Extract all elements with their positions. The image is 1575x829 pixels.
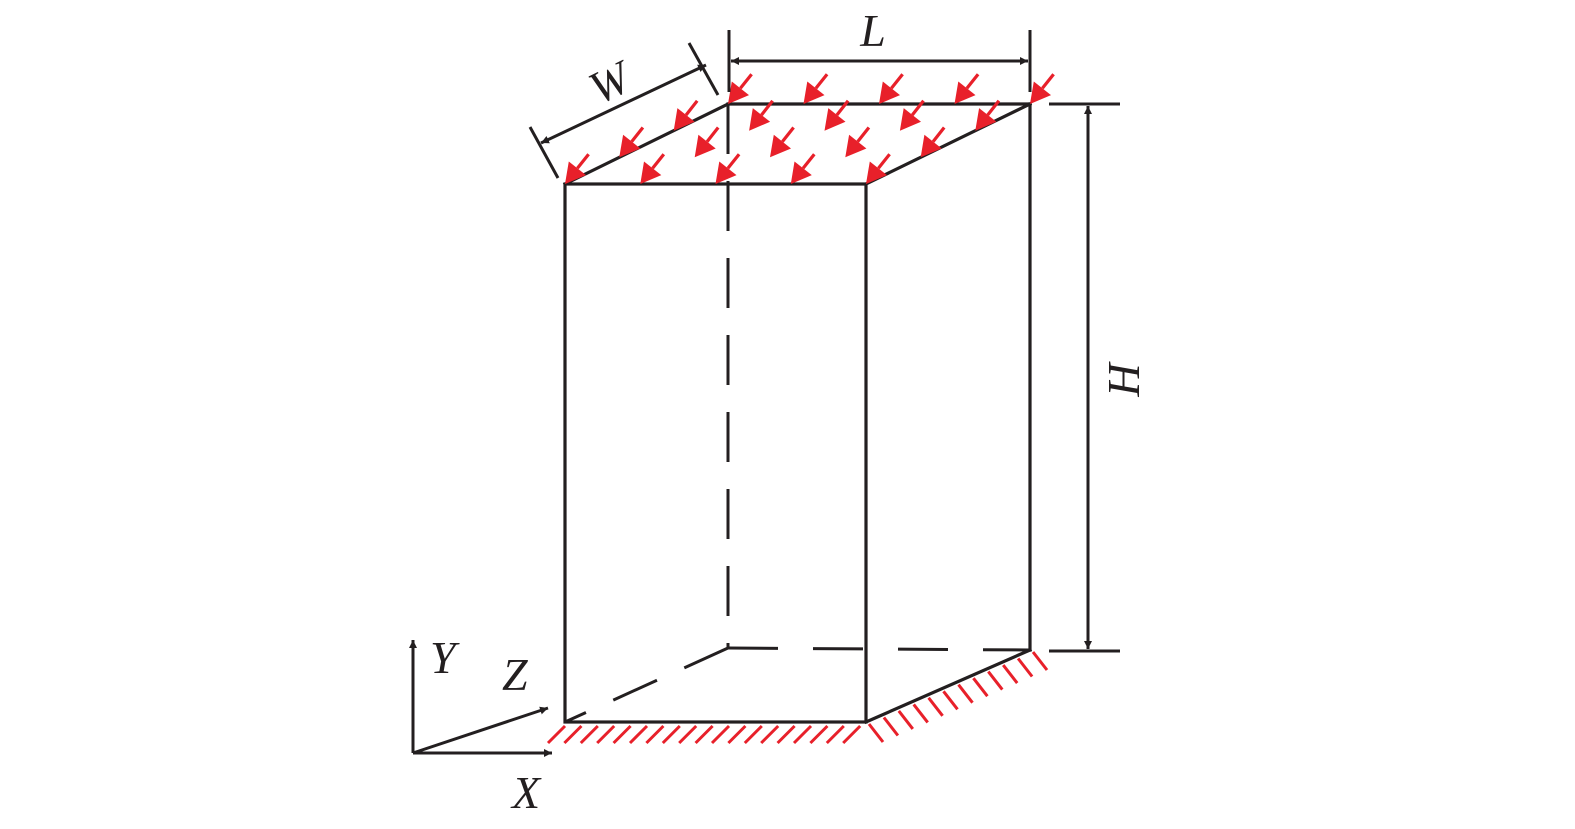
hatch-stroke [776,724,796,745]
hatch-stroke [1031,651,1049,671]
hatch-stroke [897,709,914,730]
load-arrow [694,126,720,158]
fixed-support-hatching [546,651,1049,745]
hatch-stroke [678,724,698,745]
hidden-edges [564,104,1031,724]
load-arrow [565,153,590,184]
load-arrow [803,73,829,104]
x-axis-label: X [510,767,542,818]
load-arrow [1030,73,1055,104]
hatch-stroke [972,677,989,698]
hatch-stroke [546,724,567,745]
coordinate-axes [409,640,552,757]
hatch-stroke [792,724,813,745]
hatch-stroke [661,724,681,745]
hatch-stroke [957,683,974,704]
load-arrow [975,99,1001,131]
z-axis-label: Z [502,649,528,700]
hatch-stroke [596,724,616,745]
hatch-stroke [882,716,900,737]
hidden-bottom-left-edge [564,646,729,724]
dimension-w [528,42,720,179]
z-axis [412,706,549,755]
load-arrow [824,99,850,131]
top-right-edge [863,101,1033,187]
w-label: W [581,50,641,114]
hatch-stroke [727,724,747,745]
load-arrow [728,73,753,104]
hatch-stroke [867,723,885,743]
load-arrow [640,153,666,184]
block-edges [562,101,1033,725]
hatch-stroke [987,670,1004,691]
hatch-stroke [563,724,583,745]
front-face [563,182,868,724]
load-arrow [845,126,871,158]
hatch-stroke [942,690,959,711]
y-axis-label: Y [430,632,460,683]
hatch-stroke [842,724,862,745]
hatch-stroke [694,724,714,745]
hatch-stroke [809,724,829,745]
h-label: H [1098,361,1149,398]
load-arrow [715,153,741,184]
load-arrow [879,73,904,104]
w-dimension-line [540,63,707,145]
distributed-load-arrows [565,73,1055,184]
hatch-stroke [579,724,599,745]
l-label: L [859,5,886,56]
load-arrow [790,153,816,184]
hatch-stroke [743,724,763,745]
load-arrow [770,126,795,158]
bottom-right-edge [863,647,1033,725]
hatch-stroke [760,724,780,745]
hatch-stroke [645,724,665,745]
load-arrow [920,126,946,158]
load-arrow [899,99,925,131]
load-arrow [954,73,980,104]
w-extension-left [528,126,560,179]
load-arrow [749,99,774,131]
hatch-stroke [612,724,632,745]
hatch-stroke [710,724,731,745]
w-extension-right [687,42,720,96]
hatch-stroke [1002,664,1019,685]
dimension-h [1049,102,1120,653]
hatch-stroke [912,703,929,724]
load-arrow [866,153,891,184]
dimension-l [727,30,1032,92]
hatch-stroke [628,724,649,745]
hatch-stroke [927,696,944,717]
hidden-bottom-back-edge [727,646,1031,652]
hatch-stroke [1016,657,1034,678]
hatch-stroke [825,724,845,745]
